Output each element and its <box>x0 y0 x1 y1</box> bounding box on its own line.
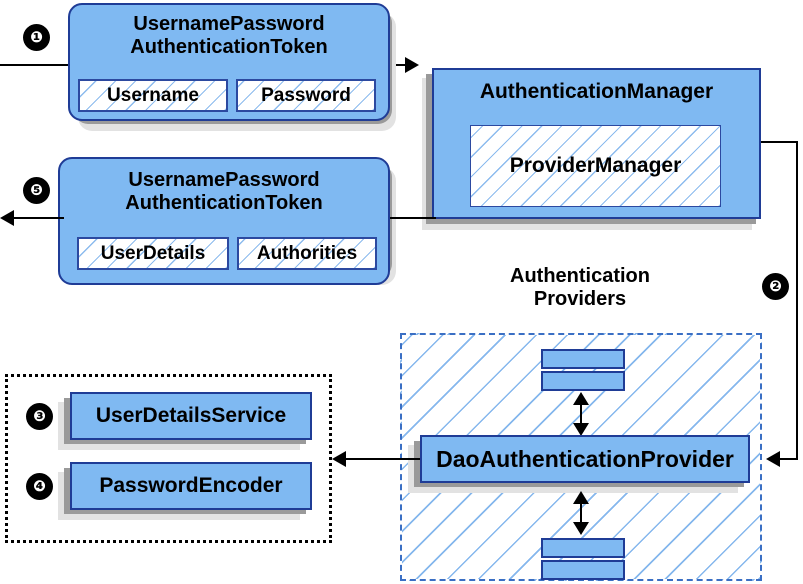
outgoing-response-arrowhead <box>0 210 14 226</box>
response-token-title-line1: UsernamePassword <box>128 169 320 191</box>
manager-to-providers-arrowhead <box>766 451 780 467</box>
response-token-userdetails-field[interactable]: UserDetails <box>77 237 229 270</box>
incoming-request-arrowhead <box>405 57 419 73</box>
step-marker-1: ❶ <box>24 25 49 50</box>
provider-to-collaborators-arrowhead <box>332 451 346 467</box>
request-token-title-line1: UsernamePassword <box>133 13 325 35</box>
provider-manager-box[interactable]: ProviderManager <box>470 125 721 207</box>
request-to-manager-line <box>388 64 410 66</box>
request-token-password-field[interactable]: Password <box>236 79 376 112</box>
providers-region-title-line1: Authentication <box>510 265 650 287</box>
other-provider-bottom-bar-1 <box>541 538 625 558</box>
step-marker-4: ❹ <box>27 474 52 499</box>
provider-link-top-arrow-down <box>573 423 589 436</box>
request-token-title: UsernamePassword AuthenticationToken <box>130 13 327 59</box>
outgoing-response-line <box>14 217 64 219</box>
response-return-line <box>390 217 436 219</box>
request-token-title-line2: AuthenticationToken <box>130 36 328 58</box>
authentication-manager-label: AuthenticationManager <box>479 80 714 103</box>
response-token-authorities-field[interactable]: Authorities <box>237 237 377 270</box>
other-provider-top-bar-2 <box>541 371 625 391</box>
password-encoder-box[interactable]: PasswordEncoder <box>70 462 312 510</box>
providers-region-title-line2: Providers <box>533 288 627 310</box>
step-marker-5: ❺ <box>24 178 49 203</box>
step-marker-2: ❷ <box>763 274 788 299</box>
user-details-service-box[interactable]: UserDetailsService <box>70 392 312 440</box>
request-token-username-field[interactable]: Username <box>78 79 228 112</box>
collaborators-group <box>5 374 332 543</box>
manager-to-providers-line-top <box>761 141 798 143</box>
provider-link-bottom-arrow-down <box>573 522 589 535</box>
manager-to-providers-line-vertical <box>796 141 798 459</box>
response-token-title: UsernamePassword AuthenticationToken <box>125 169 322 215</box>
provider-link-top-line <box>580 398 582 426</box>
other-provider-bottom-bar-2 <box>541 560 625 580</box>
response-token-title-line2: AuthenticationToken <box>125 192 323 214</box>
other-provider-top-bar-1 <box>541 349 625 369</box>
providers-region-title: Authentication Providers <box>450 265 710 311</box>
dao-authentication-provider-box[interactable]: DaoAuthenticationProvider <box>420 435 750 483</box>
manager-to-providers-line-bottom <box>780 458 798 460</box>
provider-to-collaborators-line <box>346 458 420 460</box>
step-marker-3: ❸ <box>27 404 52 429</box>
provider-link-bottom-line <box>580 497 582 525</box>
